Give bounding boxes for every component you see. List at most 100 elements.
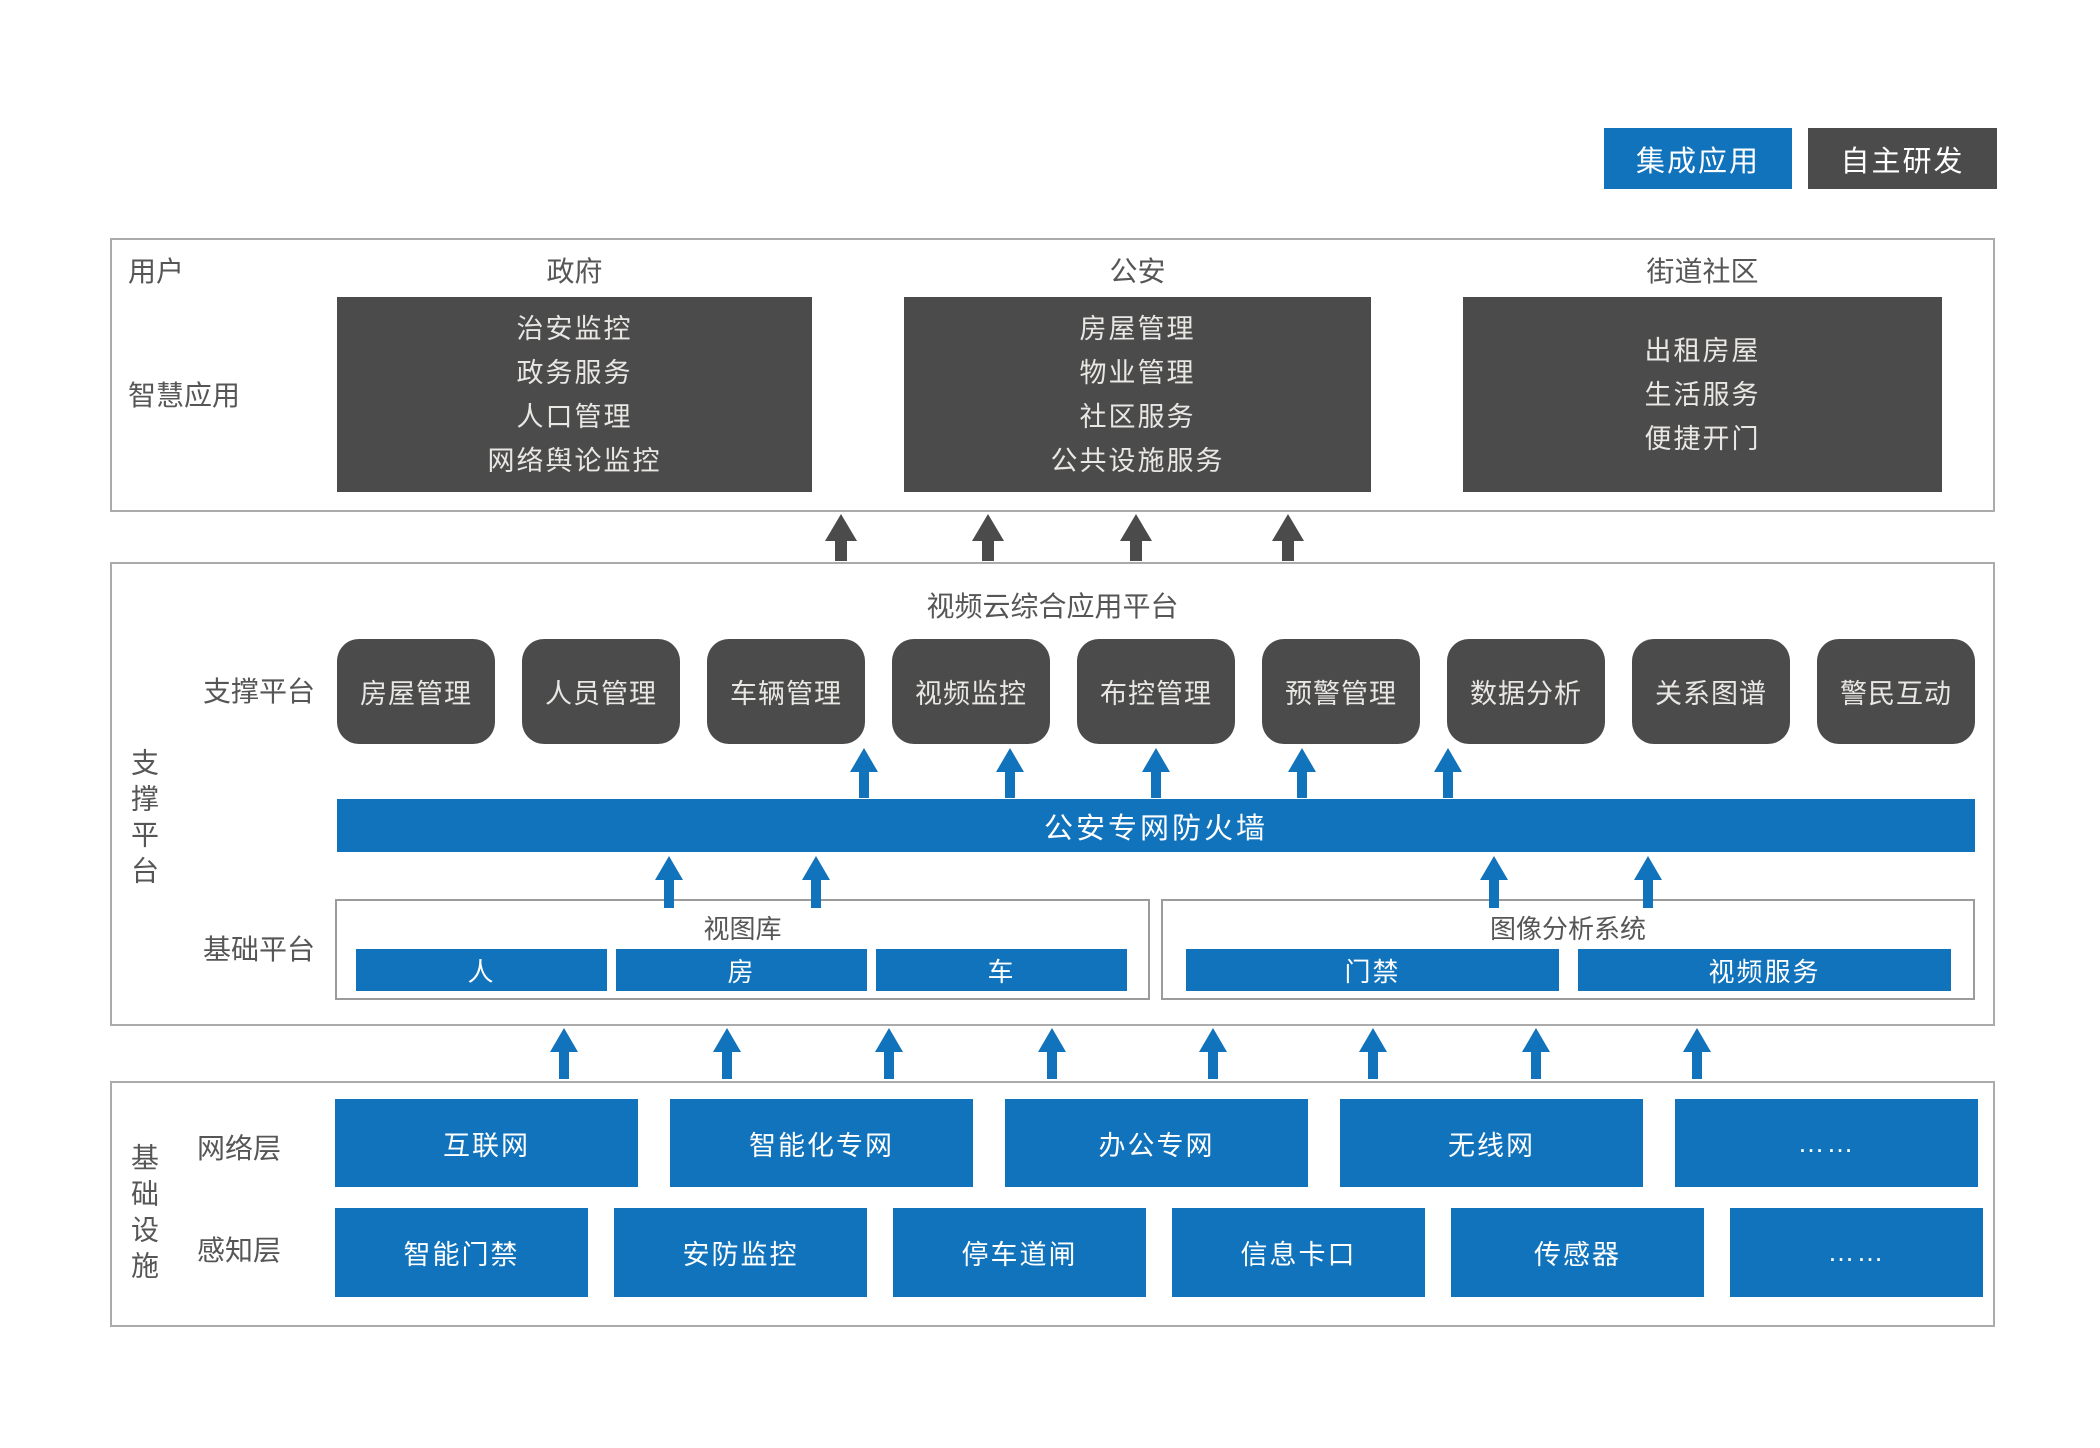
arrow-head — [655, 856, 683, 880]
legend-self-developed: 自主研发 — [1808, 128, 1997, 189]
view-library-title: 视图库 — [703, 914, 782, 944]
app-item: 生活服务 — [1644, 379, 1761, 410]
network-box: 互联网 — [335, 1099, 638, 1187]
arrow-head — [825, 514, 857, 541]
app-item: 出租房屋 — [1644, 335, 1761, 366]
app-item: 政务服务 — [516, 357, 633, 388]
network-box: …… — [1675, 1099, 1978, 1187]
arrow-stem — [1282, 541, 1294, 561]
arrow-stem — [1443, 772, 1453, 798]
row-label-support-platform: 支撑平台 — [203, 676, 316, 707]
support-module-box: 视频监控 — [892, 639, 1050, 744]
section-infrastructure: 基础设施 网络层 互联网智能化专网办公专网无线网…… 感知层 智能门禁安防监控停… — [110, 1081, 1995, 1327]
perception-box: 安防监控 — [614, 1208, 867, 1297]
arrow-stem — [1208, 1052, 1218, 1079]
arrow-head — [1522, 1028, 1550, 1052]
up-arrow-base-to-firewall — [655, 856, 683, 908]
perception-box: 信息卡口 — [1172, 1208, 1425, 1297]
arrow-stem — [1151, 772, 1161, 798]
arrow-head — [713, 1028, 741, 1052]
perception-layer-row: 智能门禁安防监控停车道闸信息卡口传感器…… — [335, 1208, 1983, 1297]
support-module-box: 数据分析 — [1447, 639, 1605, 744]
up-arrow-firewall-to-module — [850, 748, 878, 798]
arrow-head — [996, 748, 1024, 772]
arrow-head — [1142, 748, 1170, 772]
support-module-box: 警民互动 — [1817, 639, 1975, 744]
row-label-base-platform: 基础平台 — [203, 934, 316, 965]
network-box: 无线网 — [1340, 1099, 1643, 1187]
up-arrow-firewall-to-module — [996, 748, 1024, 798]
network-box: 智能化专网 — [670, 1099, 973, 1187]
arrow-head — [1683, 1028, 1711, 1052]
app-item: 网络舆论监控 — [487, 445, 662, 476]
arrow-stem — [1531, 1052, 1541, 1079]
image-analysis-box: 图像分析系统 门禁视频服务 — [1161, 899, 1975, 1000]
arrow-stem — [664, 880, 674, 908]
arrow-stem — [559, 1052, 569, 1079]
arrow-stem — [1368, 1052, 1378, 1079]
arrow-head — [1272, 514, 1304, 541]
library-bar: 人 — [356, 949, 607, 991]
row-label-perception-layer: 感知层 — [197, 1235, 282, 1266]
arrow-head — [972, 514, 1004, 541]
library-bar: 房 — [616, 949, 867, 991]
app-item: 人口管理 — [516, 401, 633, 432]
arrow-stem — [1692, 1052, 1702, 1079]
up-arrow-firewall-to-module — [1288, 748, 1316, 798]
arrow-head — [1634, 856, 1662, 880]
arrow-head — [1359, 1028, 1387, 1052]
library-bar: 车 — [876, 949, 1127, 991]
street-community-apps-box: 出租房屋生活服务便捷开门 — [1463, 297, 1942, 492]
arrow-head — [1038, 1028, 1066, 1052]
up-arrow-platform-to-apps — [972, 514, 1004, 561]
app-item: 社区服务 — [1079, 401, 1196, 432]
up-arrow-base-to-firewall — [1634, 856, 1662, 908]
network-layer-row: 互联网智能化专网办公专网无线网…… — [335, 1099, 1978, 1187]
up-arrow-firewall-to-module — [1142, 748, 1170, 798]
arrow-stem — [1005, 772, 1015, 798]
up-arrow-infra-to-platform — [713, 1028, 741, 1079]
government-apps-box: 治安监控政务服务人口管理网络舆论监控 — [337, 297, 812, 492]
image-analysis-title: 图像分析系统 — [1489, 914, 1646, 944]
side-label-support-platform: 支撑平台 — [128, 748, 159, 892]
column-header-government: 政府 — [546, 256, 603, 287]
up-arrow-infra-to-platform — [1038, 1028, 1066, 1079]
arrow-head — [1199, 1028, 1227, 1052]
arrow-stem — [859, 772, 869, 798]
up-arrow-platform-to-apps — [825, 514, 857, 561]
arrow-stem — [1297, 772, 1307, 798]
section-users-apps: 用户 智慧应用 政府 公安 街道社区 治安监控政务服务人口管理网络舆论监控 房屋… — [110, 238, 1995, 512]
arrow-head — [1288, 748, 1316, 772]
public-security-apps-box: 房屋管理物业管理社区服务公共设施服务 — [904, 297, 1371, 492]
support-module-box: 人员管理 — [522, 639, 680, 744]
up-arrow-infra-to-platform — [1522, 1028, 1550, 1079]
arrow-head — [1120, 514, 1152, 541]
up-arrow-base-to-firewall — [1480, 856, 1508, 908]
app-item: 物业管理 — [1079, 357, 1196, 388]
arrow-stem — [982, 541, 994, 561]
support-module-box: 布控管理 — [1077, 639, 1235, 744]
up-arrow-infra-to-platform — [1359, 1028, 1387, 1079]
perception-box: 智能门禁 — [335, 1208, 588, 1297]
arrow-stem — [835, 541, 847, 561]
up-arrow-firewall-to-module — [1434, 748, 1462, 798]
up-arrow-platform-to-apps — [1120, 514, 1152, 561]
app-item: 房屋管理 — [1079, 313, 1196, 344]
arrow-stem — [1489, 880, 1499, 908]
app-item: 便捷开门 — [1644, 423, 1761, 454]
app-item: 治安监控 — [516, 313, 633, 344]
support-modules-row: 房屋管理人员管理车辆管理视频监控布控管理预警管理数据分析关系图谱警民互动 — [337, 639, 1975, 744]
arrow-stem — [811, 880, 821, 908]
section-support-platform: 支撑平台 视频云综合应用平台 支撑平台 房屋管理人员管理车辆管理视频监控布控管理… — [110, 562, 1995, 1026]
arrow-head — [1480, 856, 1508, 880]
column-header-public-security: 公安 — [1109, 256, 1166, 287]
up-arrow-base-to-firewall — [802, 856, 830, 908]
analysis-bar: 视频服务 — [1578, 949, 1951, 991]
perception-box: 传感器 — [1451, 1208, 1704, 1297]
arrow-stem — [884, 1052, 894, 1079]
up-arrow-infra-to-platform — [1199, 1028, 1227, 1079]
arrow-stem — [1047, 1052, 1057, 1079]
support-module-box: 关系图谱 — [1632, 639, 1790, 744]
arrow-head — [875, 1028, 903, 1052]
